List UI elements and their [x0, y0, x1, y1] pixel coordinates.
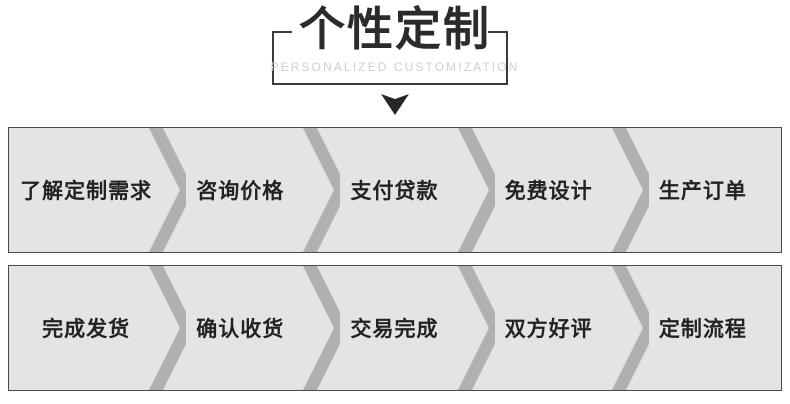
flow-step-label: 免费设计 — [504, 180, 593, 203]
flow-step-label: 了解定制需求 — [20, 180, 153, 203]
flow-step[interactable]: 咨询价格 — [163, 128, 317, 252]
flow-step-label: 生产订单 — [658, 180, 747, 203]
flow-step-label: 支付贷款 — [350, 180, 439, 203]
flow-step[interactable]: 定制流程 — [626, 266, 780, 390]
flow-step-label: 定制流程 — [658, 318, 747, 341]
header: 个性定制 PERSONALIZED CUSTOMIZATION — [0, 0, 790, 122]
flow-step[interactable]: 免费设计 — [472, 128, 626, 252]
flow-step[interactable]: 生产订单 — [626, 128, 780, 252]
flow-step[interactable]: 确认收货 — [163, 266, 317, 390]
flow-step-label: 双方好评 — [504, 318, 593, 341]
down-triangle-icon — [379, 92, 411, 116]
flow-row-1-inner: 了解定制需求 咨询价格 支付贷款 免费设计 生产订单 — [9, 128, 781, 252]
flow-step[interactable]: 完成发货 — [9, 266, 163, 390]
flow-step-label: 确认收货 — [196, 318, 285, 341]
flow-row-2: 完成发货 确认收货 交易完成 双方好评 定制流程 — [8, 265, 782, 391]
flow-step[interactable]: 双方好评 — [472, 266, 626, 390]
flow-row-1: 了解定制需求 咨询价格 支付贷款 免费设计 生产订单 — [8, 127, 782, 253]
flow-step[interactable]: 了解定制需求 — [9, 128, 163, 252]
flow-row-2-inner: 完成发货 确认收货 交易完成 双方好评 定制流程 — [9, 266, 781, 390]
flow-step-label: 完成发货 — [42, 318, 131, 341]
title-frame-notch — [292, 24, 488, 40]
flow-step-label: 交易完成 — [350, 318, 439, 341]
page-subtitle: PERSONALIZED CUSTOMIZATION — [270, 60, 520, 74]
page-title: 个性定制 — [299, 3, 491, 55]
flow-step[interactable]: 交易完成 — [317, 266, 471, 390]
flow-step-label: 咨询价格 — [196, 180, 285, 203]
flow-step[interactable]: 支付贷款 — [317, 128, 471, 252]
